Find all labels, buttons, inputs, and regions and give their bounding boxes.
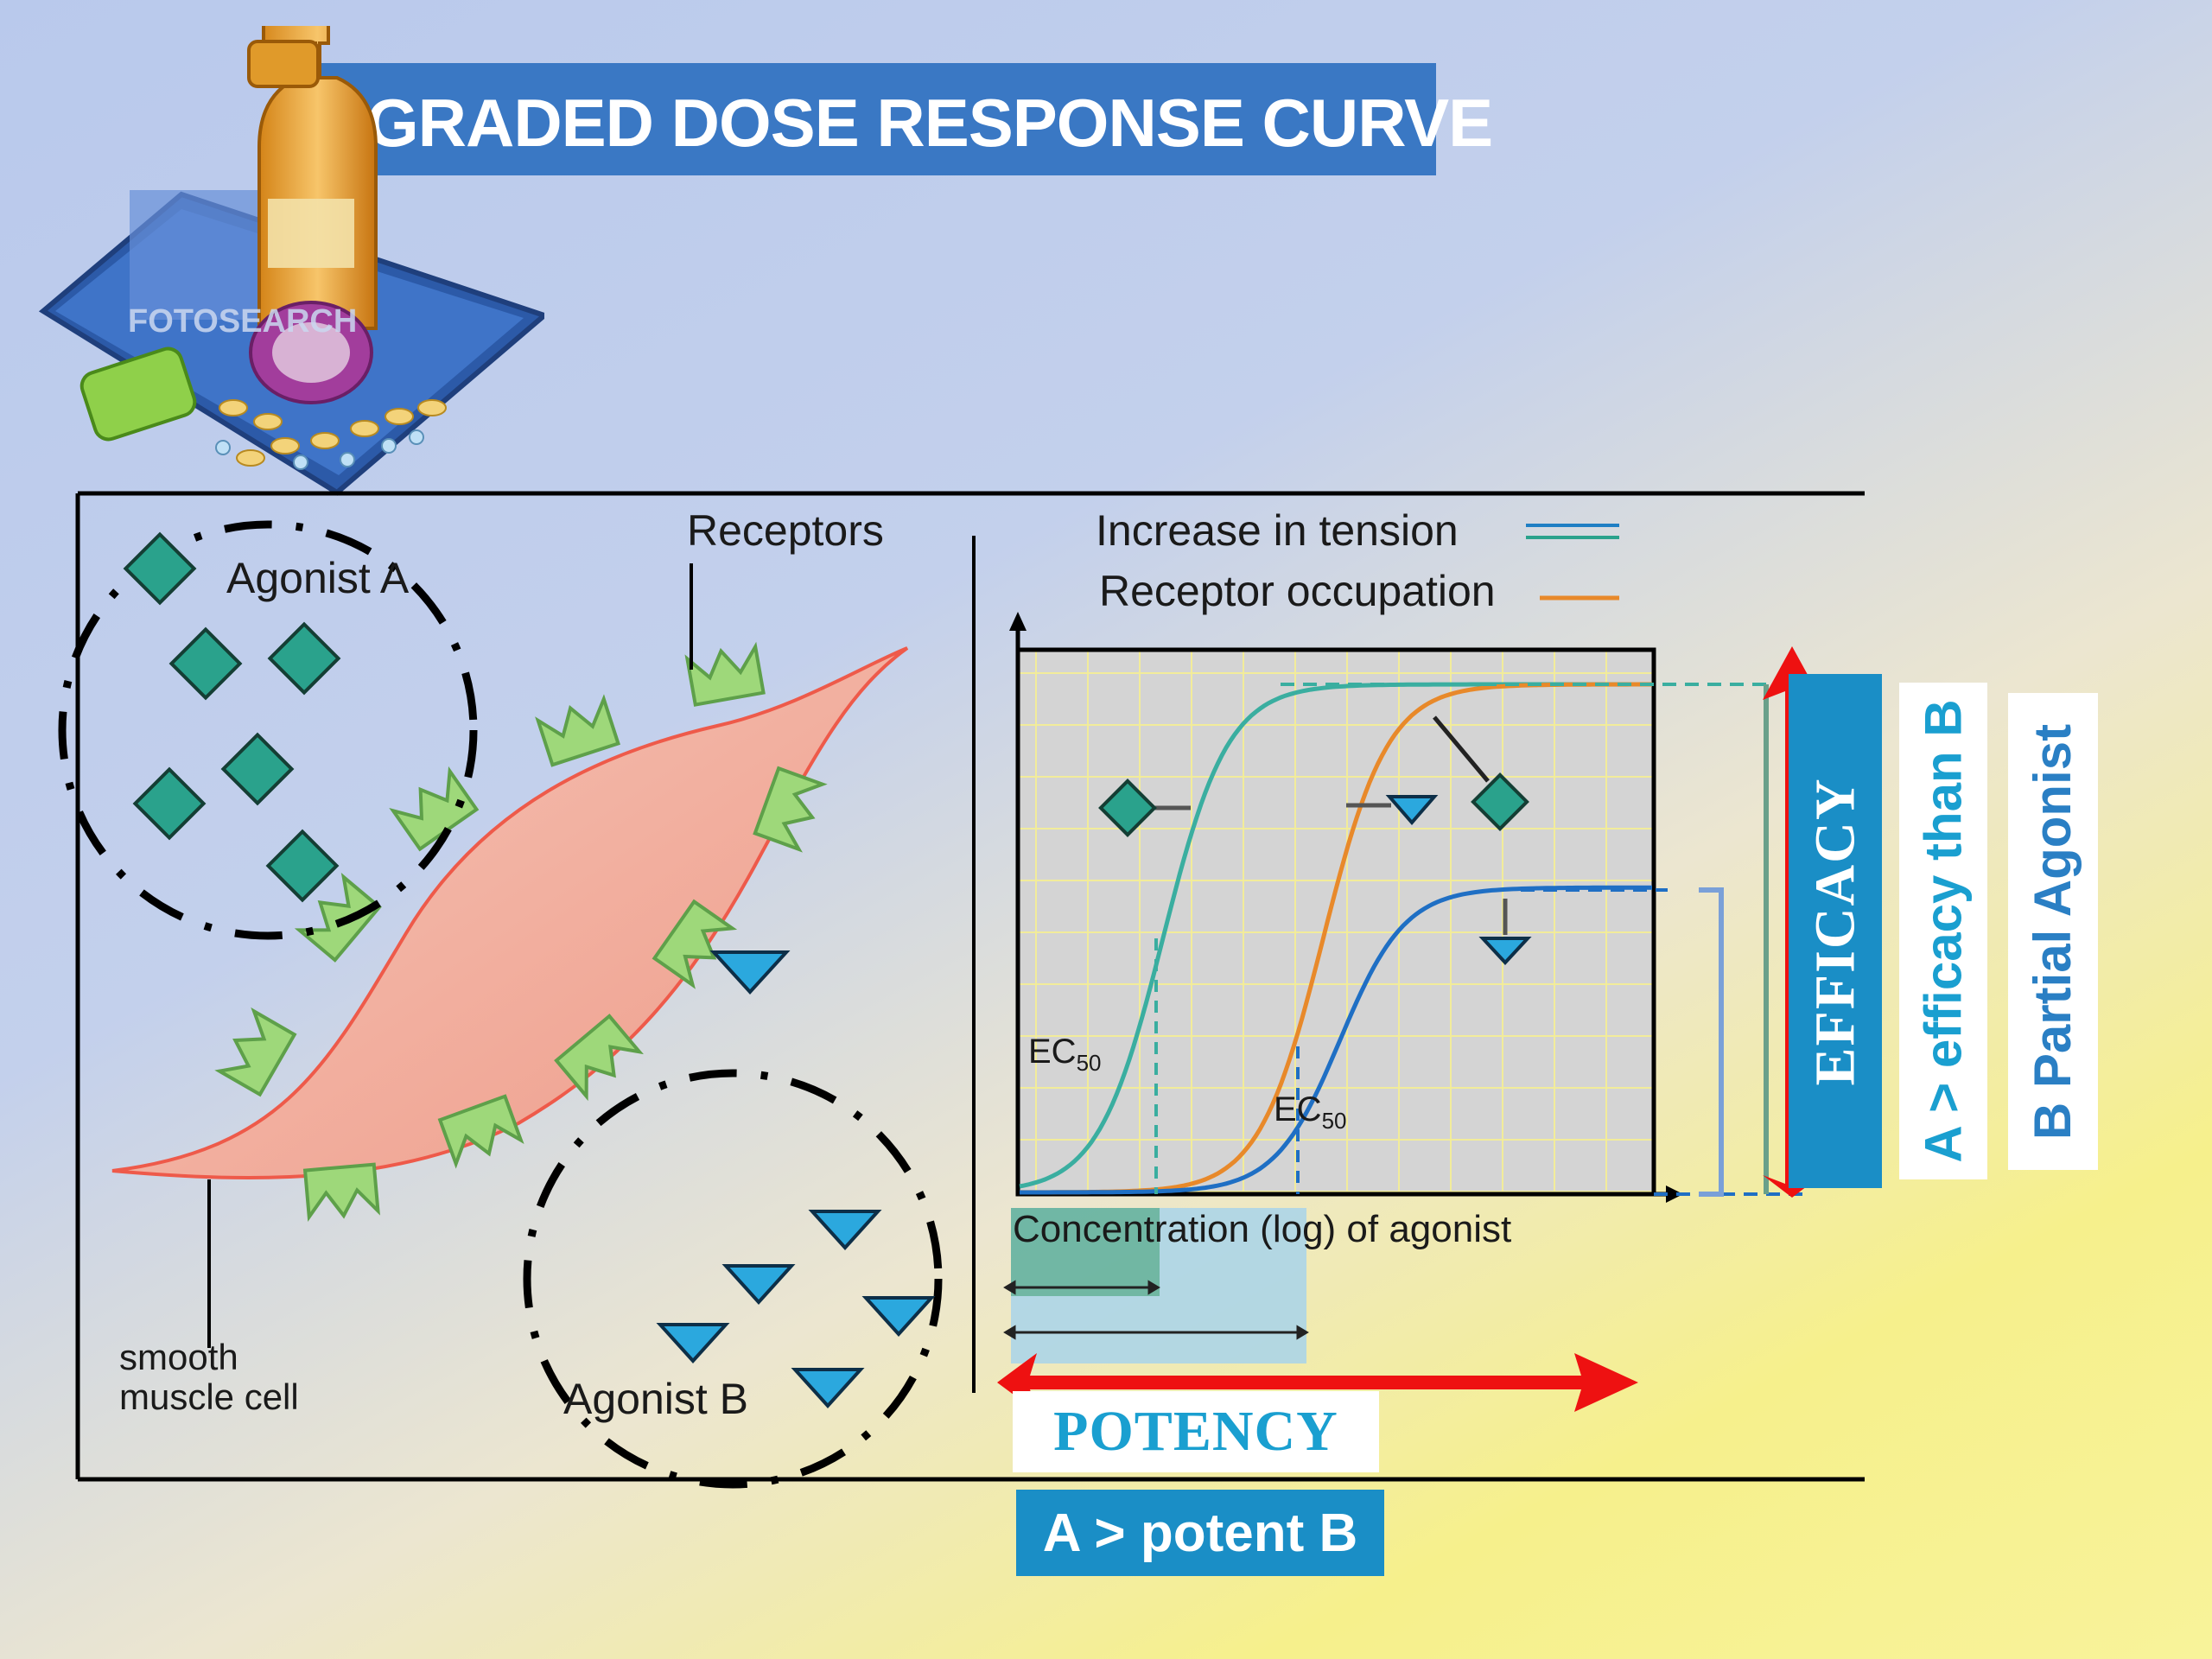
- agonist-a-marker: [1471, 772, 1529, 831]
- agonist-b-triangle: [808, 1210, 882, 1250]
- ec50-b-text: EC: [1274, 1090, 1322, 1128]
- smooth-muscle-cell: [111, 646, 909, 1179]
- smooth-muscle-label-line2: muscle cell: [119, 1376, 299, 1417]
- agonist-b-molecules: [656, 950, 936, 1408]
- receptor: [535, 694, 620, 767]
- smooth-muscle-label-line1: smooth: [119, 1337, 238, 1377]
- receptor: [652, 899, 738, 989]
- agonist-a-diamond: [267, 621, 341, 696]
- chart-curves: [1019, 682, 1652, 1195]
- agonist-a-diamond: [265, 829, 340, 903]
- agonist-b-triangle: [656, 1323, 730, 1363]
- agonist-a-diamond: [132, 766, 207, 841]
- a-efficacy-panel: A > efficacy than B: [1899, 683, 1987, 1179]
- receptor: [684, 641, 766, 707]
- potency-range-b-top: [1160, 1208, 1306, 1296]
- legend-label-occupation: Receptor occupation: [1099, 567, 1496, 615]
- efficacy-label: EFFICACY: [1803, 777, 1866, 1085]
- a-efficacy-label: A > efficacy than B: [1914, 699, 1973, 1163]
- agonist-b-triangle: [861, 1296, 936, 1337]
- agonist-b-triangle: [791, 1368, 865, 1408]
- ec50-a-subscript: 50: [1076, 1050, 1102, 1076]
- curve-b-2: [1020, 885, 1652, 1195]
- legend-label-tension: Increase in tension: [1096, 506, 1459, 555]
- receptors: [214, 641, 828, 1222]
- receptor: [753, 766, 828, 853]
- potency-range-a: [1011, 1208, 1160, 1296]
- agonist-a-diamond: [220, 732, 295, 806]
- a-potent-panel: A > potent B: [1016, 1490, 1384, 1576]
- potency-panel: POTENCY: [1013, 1391, 1379, 1472]
- x-axis-arrow: [1666, 1185, 1683, 1203]
- y-axis-arrow: [1009, 612, 1027, 631]
- medicine-clipart-icon: FOTOSEARCH: [38, 26, 544, 496]
- agonist-b-label: Agonist B: [563, 1375, 749, 1423]
- agonist-a-marker: [1098, 779, 1157, 837]
- agonist-b-triangle: [709, 950, 791, 995]
- agonist-b-marker: [1478, 937, 1532, 965]
- b-partial-label: B Partial Agonist: [2024, 723, 2082, 1140]
- a-potent-label: A > potent B: [1042, 1503, 1358, 1563]
- receptors-label: Receptors: [687, 506, 884, 555]
- agonist-b-group-circle: [523, 1069, 943, 1489]
- agonist-b-triangle: [721, 1264, 796, 1305]
- efficacy-bracket-b: [1699, 887, 1724, 1197]
- x-axis-label: Concentration (log) of agonist: [1013, 1208, 1512, 1250]
- smooth-muscle-label: smooth muscle cell: [119, 1338, 299, 1417]
- agonist-a-diamond: [168, 626, 243, 701]
- agonist-a-group-circle: [58, 520, 478, 940]
- potency-range-b: [1011, 1296, 1306, 1363]
- page-title: GRADED DOSE RESPONSE CURVE: [366, 85, 1493, 161]
- chart-markers: [1098, 715, 1532, 965]
- receptor: [437, 1094, 524, 1169]
- receptor: [389, 766, 480, 852]
- b-partial-panel: B Partial Agonist: [2008, 693, 2098, 1170]
- potency-label: POTENCY: [1053, 1400, 1338, 1463]
- agonist-a-label: Agonist A: [226, 554, 410, 602]
- ec50-b-label: EC50: [1274, 1090, 1347, 1135]
- agonist-a-diamond: [123, 531, 197, 606]
- receptor: [302, 1162, 380, 1222]
- efficacy-panel: EFFICACY: [1789, 674, 1882, 1188]
- agonist-a-molecules: [123, 531, 341, 903]
- title-banner: [321, 63, 1436, 175]
- ec50-b-subscript: 50: [1321, 1108, 1347, 1134]
- receptor: [214, 1007, 297, 1097]
- ec50-a-label: EC50: [1028, 1033, 1102, 1077]
- receptor: [554, 1014, 644, 1102]
- chart-plot-background: [1015, 647, 1656, 1197]
- svg-text:FOTOSEARCH: FOTOSEARCH: [128, 303, 357, 340]
- receptor: [294, 873, 382, 963]
- agonist-b-marker: [1385, 795, 1439, 826]
- chart-area: [1003, 524, 1808, 1363]
- ec50-a-text: EC: [1028, 1033, 1077, 1071]
